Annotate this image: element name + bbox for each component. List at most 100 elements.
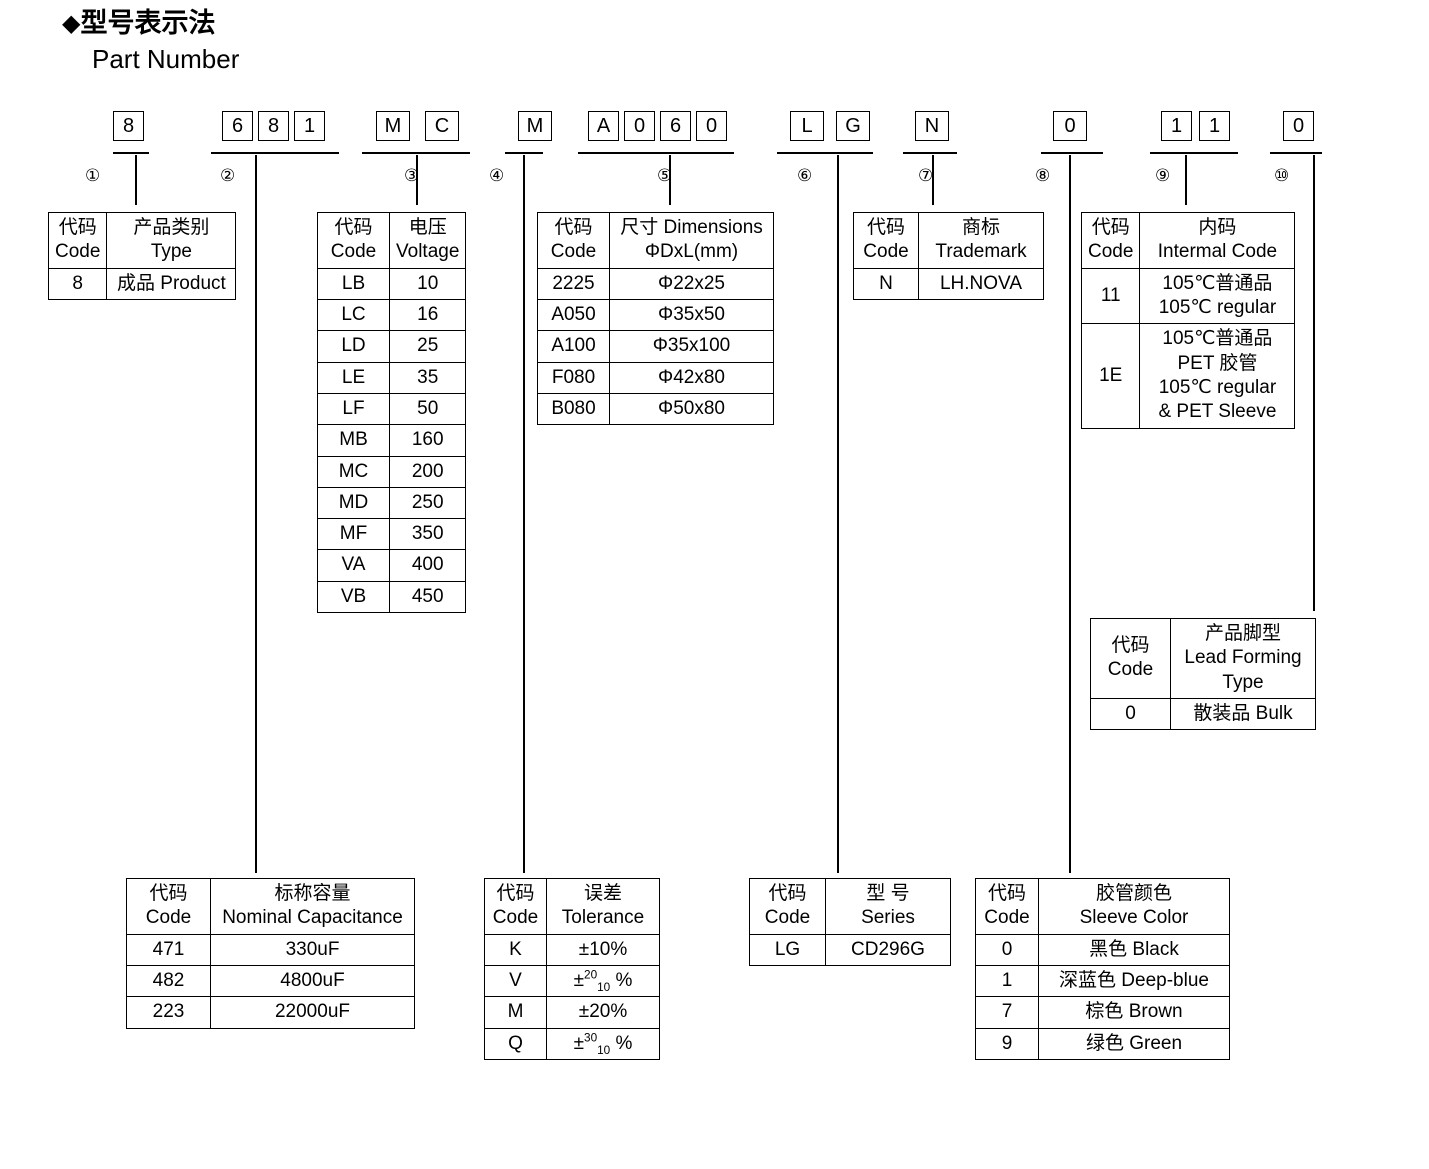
header-value: 型 号 Series xyxy=(825,878,951,935)
table-row: 1E 105℃普通品 PET 胶管 105℃ regular & PET Sle… xyxy=(1080,323,1296,429)
group-bar xyxy=(362,152,470,154)
header-code-en: Code xyxy=(984,907,1030,929)
cell-code: VB xyxy=(317,580,390,614)
cell-value: ±3010 % xyxy=(546,1027,660,1060)
table-row: V ±2010 % xyxy=(484,964,660,998)
group-bar xyxy=(113,152,149,154)
cell-value: Φ35x100 xyxy=(609,330,774,363)
header-value-cn: 产品类别 xyxy=(133,217,210,238)
code-box: 1 xyxy=(1199,111,1230,141)
header-code: 代码 Code xyxy=(975,878,1039,935)
tolerance-upper: 20 xyxy=(584,968,598,982)
cell-code: MB xyxy=(317,424,390,457)
header-code: 代码 Code xyxy=(853,212,919,269)
table-product-type: 代码 Code 产品类别 Type 8 成品 Product xyxy=(47,212,237,300)
cell-value: 105℃普通品 PET 胶管 105℃ regular & PET Sleeve xyxy=(1139,323,1296,429)
code-box: C xyxy=(425,111,459,141)
code-box: M xyxy=(518,111,552,141)
header-code: 代码 Code xyxy=(126,878,211,935)
header-code-en: Code xyxy=(55,241,101,263)
connector-line-6 xyxy=(837,155,839,873)
group-marker: ① xyxy=(85,166,101,185)
header-value: 胶管颜色 Sleeve Color xyxy=(1038,878,1230,935)
header-code-cn: 代码 xyxy=(496,883,535,904)
connector-line-1 xyxy=(135,155,137,205)
header-code: 代码 Code xyxy=(1080,212,1141,269)
header-code-cn: 代码 xyxy=(768,883,807,904)
cell-code: A100 xyxy=(537,330,610,363)
header-code-en: Code xyxy=(863,241,909,263)
header-code-cn: 代码 xyxy=(58,217,97,238)
header-value-cn: 内码 xyxy=(1198,217,1237,238)
cell-code: 9 xyxy=(975,1027,1039,1060)
code-box: G xyxy=(836,111,870,141)
code-box: 0 xyxy=(696,111,727,141)
table-header-row: 代码 Code 内码 Intermal Code xyxy=(1080,212,1296,269)
cell-code: N xyxy=(853,267,919,300)
group-marker: ⑩ xyxy=(1274,166,1290,185)
connector-line-3 xyxy=(416,155,418,205)
cell-value-line: 105℃普通品 xyxy=(1162,272,1273,294)
cell-code: 471 xyxy=(126,933,211,966)
cell-value: 400 xyxy=(388,549,467,582)
group-bar xyxy=(578,152,734,154)
cell-value: 16 xyxy=(388,298,467,332)
header-value-en: Intermal Code xyxy=(1157,241,1278,263)
cell-value: ±10% xyxy=(546,933,660,966)
tolerance-unit: % xyxy=(615,1032,633,1054)
header-code-cn: 代码 xyxy=(1111,635,1150,657)
cell-code: 1E xyxy=(1080,323,1141,429)
page-title-cn: 型号表示法 xyxy=(80,8,216,38)
cell-value: Φ22x25 xyxy=(609,267,774,300)
connector-line-7 xyxy=(932,155,934,205)
table-lead-forming-type: 代码 Code 产品脚型 Lead Forming Type 0 散装品 Bul… xyxy=(1090,618,1316,731)
cell-code: B080 xyxy=(537,392,610,426)
group-bar xyxy=(1150,152,1238,154)
header-code: 代码 Code xyxy=(749,878,826,935)
cell-code: LC xyxy=(317,298,390,332)
group-marker: ⑨ xyxy=(1155,166,1171,185)
cell-code: 2225 xyxy=(537,267,610,300)
group-bar xyxy=(1270,152,1322,154)
cell-value: 350 xyxy=(388,518,467,551)
header-value-en: Series xyxy=(861,907,915,929)
cell-code: LD xyxy=(317,330,390,363)
cell-code: 482 xyxy=(126,964,211,998)
tolerance-fraction: ±3010 xyxy=(574,1032,611,1056)
cell-code: 11 xyxy=(1080,267,1141,325)
group-marker: ⑦ xyxy=(918,166,934,185)
cell-value: 22000uF xyxy=(210,996,415,1029)
cell-code: LB xyxy=(317,267,390,300)
cell-code: MC xyxy=(317,455,390,488)
cell-value: Φ50x80 xyxy=(609,392,774,426)
code-box: 6 xyxy=(660,111,691,141)
group-bar xyxy=(505,152,543,154)
code-box: M xyxy=(376,111,410,141)
header-code-cn: 代码 xyxy=(554,217,593,238)
cell-value: Φ42x80 xyxy=(609,361,774,394)
code-box: L xyxy=(790,111,824,141)
page-header: ◆型号表示法 Part Number xyxy=(62,8,239,75)
table-row: M ±20% xyxy=(484,996,660,1029)
cell-value-line: PET 胶管 xyxy=(1177,352,1258,374)
cell-value: 深蓝色 Deep-blue xyxy=(1038,964,1230,998)
group-bar xyxy=(211,152,339,154)
header-code-cn: 代码 xyxy=(149,883,188,904)
table-internal-code: 代码 Code 内码 Intermal Code 11 105℃普通品 105℃… xyxy=(1080,212,1296,429)
cell-value: 105℃普通品 105℃ regular xyxy=(1139,267,1296,325)
